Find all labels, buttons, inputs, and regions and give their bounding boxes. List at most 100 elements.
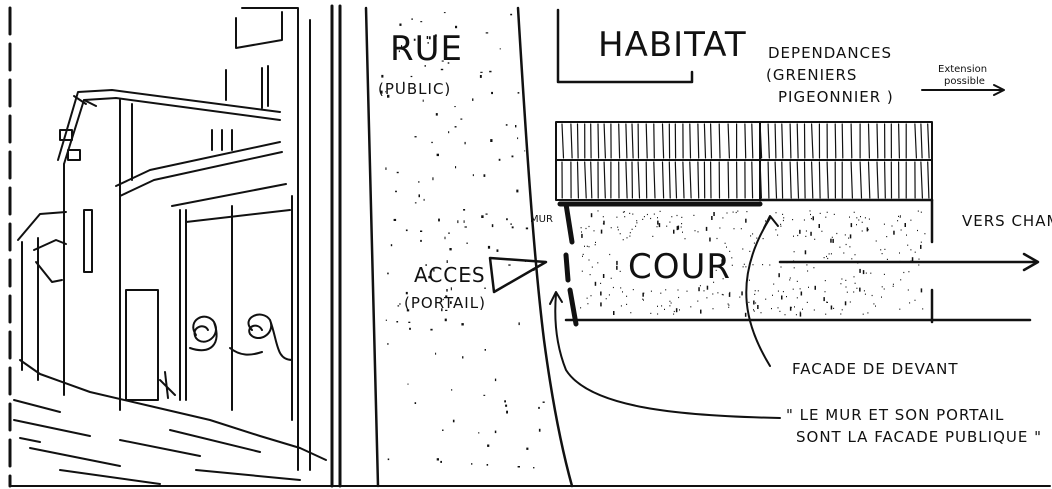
texture-dot	[915, 252, 916, 253]
texture-dot	[908, 271, 909, 272]
texture-dot	[671, 216, 672, 217]
texture-dot	[813, 267, 814, 268]
texture-dot	[840, 313, 841, 314]
texture-dot	[455, 126, 457, 127]
texture-dot	[901, 229, 902, 230]
texture-dot	[847, 292, 848, 293]
label-vers-champs: VERS CHAMPS	[962, 212, 1052, 230]
hatch-line	[683, 162, 684, 198]
texture-dot	[486, 214, 488, 215]
texture-dot	[587, 303, 588, 304]
texture-dot	[727, 212, 728, 213]
texture-dot	[611, 278, 612, 279]
texture-dot	[589, 246, 590, 247]
texture-dot	[471, 463, 472, 465]
hatch-line	[690, 124, 691, 158]
hatch-line	[646, 124, 647, 158]
label-extension-1: Extension	[938, 64, 987, 75]
label-habitat: HABITAT	[598, 25, 747, 65]
texture-dot	[848, 238, 849, 239]
texture-dot	[832, 237, 833, 238]
hatch-line	[745, 124, 746, 158]
texture-dot	[698, 231, 699, 232]
texture-dot	[674, 311, 675, 312]
texture-dot	[623, 239, 624, 240]
texture-dot	[745, 313, 747, 317]
texture-dot	[512, 156, 514, 158]
texture-dot	[811, 218, 812, 219]
texture-dot	[609, 254, 610, 255]
hatch-line	[675, 162, 676, 198]
texture-dot	[518, 466, 520, 468]
texture-dot	[880, 249, 881, 250]
hatch-line	[626, 162, 627, 198]
texture-dot	[635, 226, 636, 227]
texture-dot	[415, 202, 417, 203]
hatch-line	[819, 162, 820, 198]
texture-dot	[464, 220, 465, 223]
texture-dot	[792, 219, 793, 220]
texture-dot	[858, 219, 859, 220]
texture-dot	[728, 305, 729, 306]
texture-dot	[806, 264, 807, 265]
texture-dot	[582, 271, 583, 272]
hatch-line	[869, 162, 870, 198]
texture-dot	[643, 300, 644, 301]
texture-dot	[898, 216, 899, 217]
hatch-line	[921, 124, 922, 158]
texture-dot	[687, 291, 688, 292]
texture-dot	[669, 301, 670, 302]
texture-dot	[438, 219, 440, 222]
texture-dot	[487, 464, 489, 466]
texture-dot	[781, 266, 782, 267]
hatch-line	[775, 124, 776, 158]
hatch-line	[915, 124, 917, 158]
texture-dot	[897, 220, 898, 221]
texture-dot	[423, 100, 424, 102]
texture-dot	[785, 314, 786, 315]
texture-dot	[921, 212, 922, 213]
texture-dot	[626, 296, 627, 297]
texture-dot	[866, 273, 867, 274]
texture-dot	[706, 297, 707, 298]
texture-dot	[800, 312, 801, 313]
hatch-line	[578, 162, 579, 198]
texture-dot	[709, 238, 711, 242]
texture-dot	[632, 229, 633, 230]
label-acces-2: (PORTAIL)	[404, 294, 486, 312]
texture-dot	[387, 343, 388, 345]
texture-dot	[808, 287, 809, 288]
texture-dot	[704, 290, 705, 291]
texture-dot	[682, 232, 683, 233]
texture-dot	[685, 238, 686, 239]
texture-dot	[794, 267, 795, 268]
texture-dot	[729, 293, 731, 297]
texture-dot	[757, 305, 759, 309]
texture-dot	[900, 279, 901, 280]
texture-dot	[598, 210, 599, 211]
texture-dot	[800, 288, 801, 289]
texture-dot	[490, 139, 492, 142]
texture-dot	[595, 282, 597, 286]
texture-dot	[856, 224, 857, 225]
texture-dot	[539, 429, 541, 432]
texture-dot	[763, 238, 764, 239]
texture-dot	[745, 266, 746, 267]
texture-dot	[408, 322, 410, 323]
hatch-line	[654, 162, 655, 198]
texture-dot	[582, 256, 583, 257]
texture-dot	[777, 235, 778, 236]
texture-dot	[725, 243, 726, 244]
texture-dot	[652, 236, 653, 237]
texture-dot	[849, 246, 850, 247]
hatch-line	[768, 162, 769, 198]
texture-dot	[778, 307, 779, 308]
texture-dot	[460, 119, 462, 120]
texture-dot	[829, 253, 830, 254]
texture-dot	[412, 18, 413, 20]
texture-dot	[436, 113, 438, 116]
texture-dot	[621, 305, 622, 306]
texture-dot	[832, 239, 834, 243]
texture-dot	[432, 177, 433, 180]
texture-dot	[420, 240, 422, 242]
